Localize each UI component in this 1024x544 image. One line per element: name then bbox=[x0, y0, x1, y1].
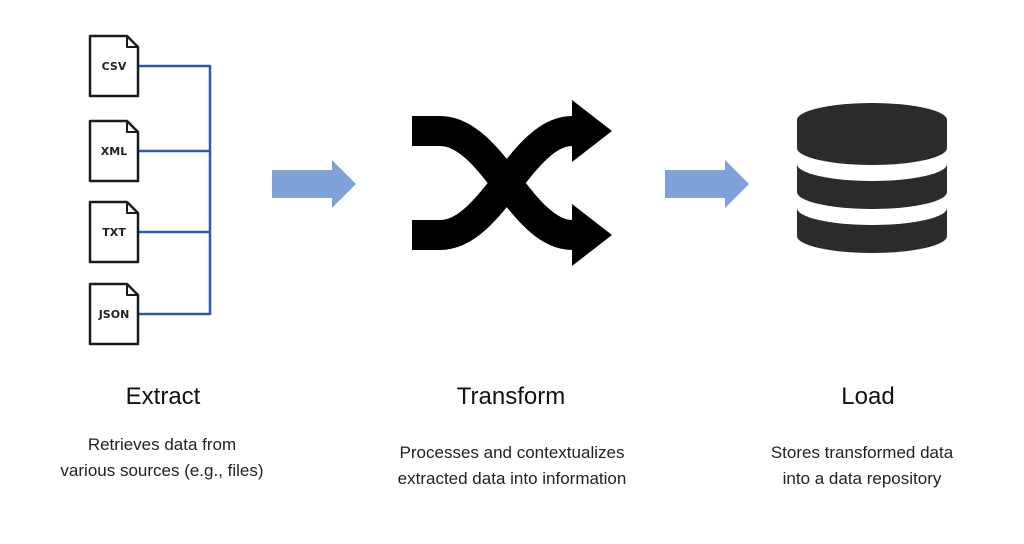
file-type-label: CSV bbox=[102, 60, 127, 73]
transform-title: Transform bbox=[456, 383, 566, 410]
file-type-label: JSON bbox=[98, 308, 130, 321]
extract-title: Extract bbox=[125, 383, 201, 410]
file-type-label: TXT bbox=[102, 226, 126, 239]
file-icon: CSV bbox=[88, 34, 140, 98]
shuffle-arrowheads bbox=[572, 100, 612, 266]
load-title: Load bbox=[841, 383, 895, 410]
load-description: Stores transformed data into a data repo… bbox=[770, 443, 954, 488]
shuffle-icon bbox=[412, 116, 578, 250]
extract-description: Retrieves data from various sources (e.g… bbox=[60, 435, 264, 480]
transform-description: Processes and contextualizes extracted d… bbox=[397, 443, 627, 488]
arrow-right-icon bbox=[665, 160, 749, 208]
database-icon bbox=[797, 103, 947, 253]
arrow-right-icon bbox=[272, 160, 356, 208]
file-icon: TXT bbox=[88, 200, 140, 264]
file-type-label: XML bbox=[101, 145, 127, 158]
source-files: CSV XML TXT JSON bbox=[88, 34, 140, 346]
file-icon: XML bbox=[88, 119, 140, 183]
file-connectors bbox=[138, 64, 212, 316]
file-icon: JSON bbox=[88, 282, 140, 346]
